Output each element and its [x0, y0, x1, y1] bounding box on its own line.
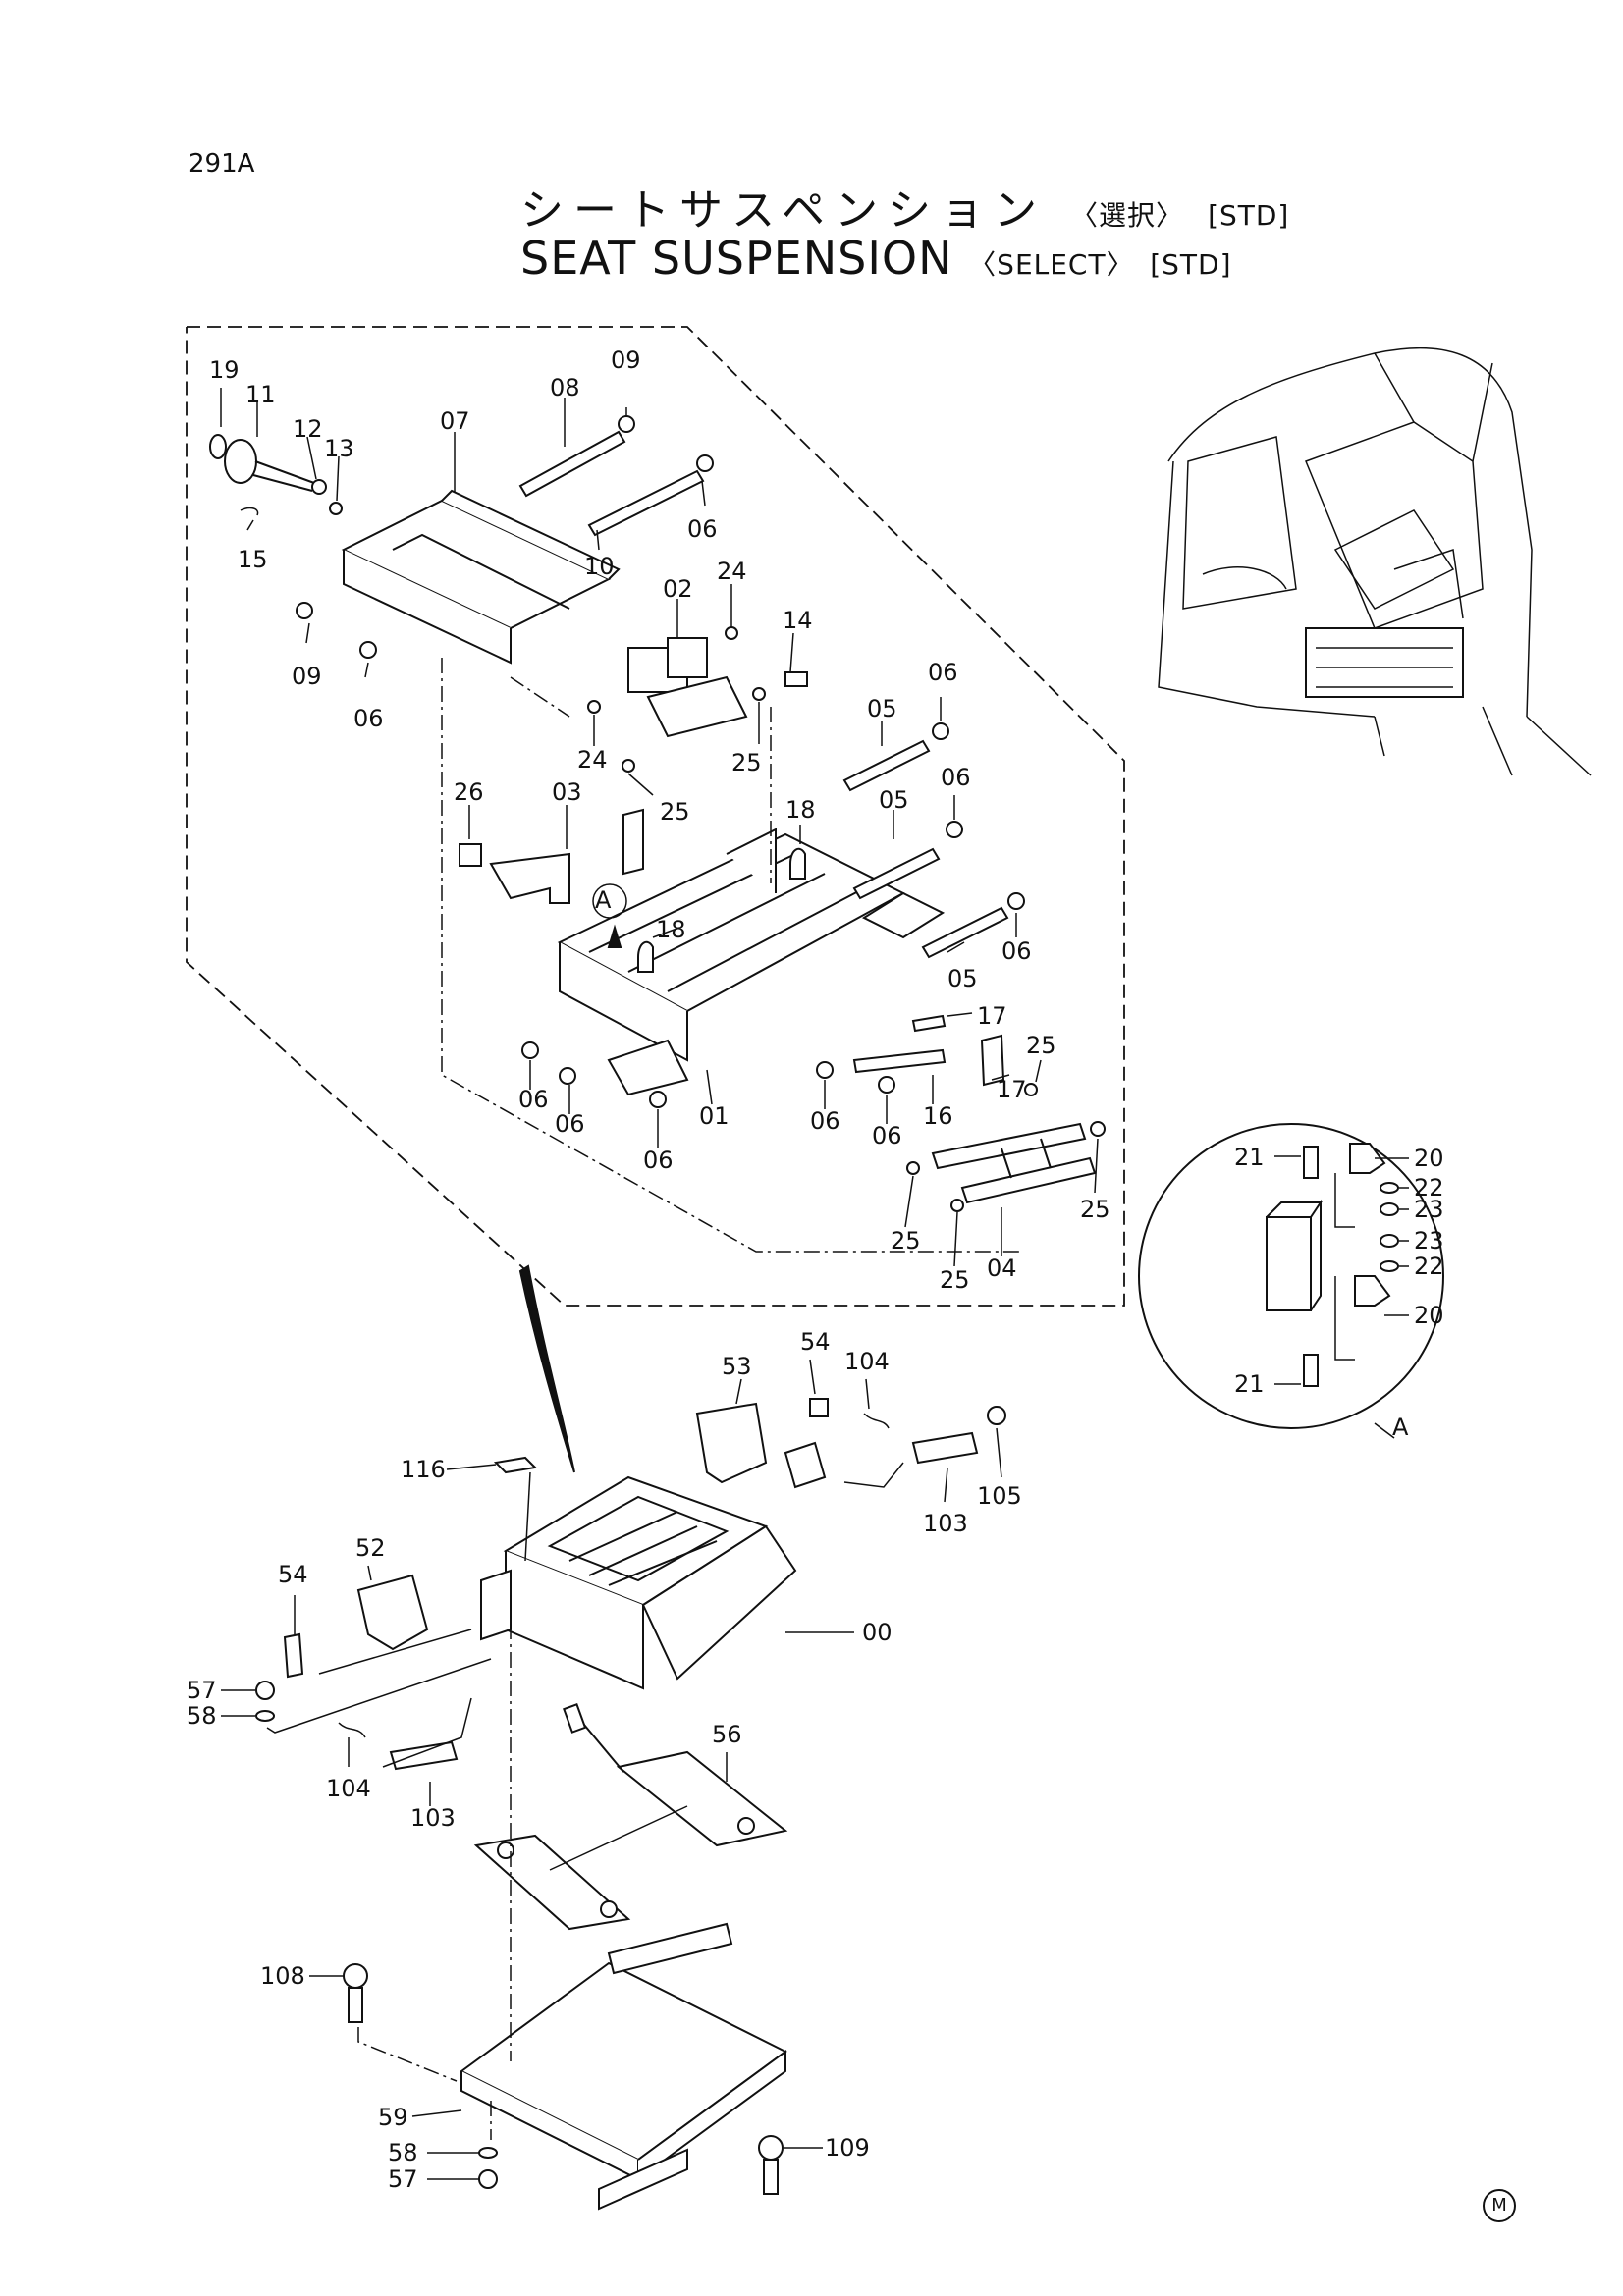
callout-06-f: 06	[518, 1086, 549, 1113]
upper-callouts: 19 11 12 13 15 07 08 09 10 06 09 06 02 2…	[209, 347, 1110, 1294]
callout-105: 105	[977, 1482, 1022, 1510]
callout-08: 08	[550, 374, 580, 401]
callout-06-g: 06	[555, 1110, 585, 1138]
callout-108: 108	[260, 1962, 305, 1990]
callout-06-j: 06	[872, 1122, 902, 1149]
callout-01: 01	[699, 1102, 730, 1130]
callout-54-left: 54	[278, 1561, 308, 1588]
title-ja-select: 〈選択〉	[1070, 199, 1185, 232]
callout-05-b: 05	[879, 786, 909, 814]
callout-18-b: 18	[656, 916, 686, 943]
callout-104-top: 104	[844, 1348, 890, 1375]
detail-a-callouts: 21 20 22 23 23 22 20 21 A	[1234, 1144, 1444, 1441]
callout-58-b: 58	[388, 2139, 418, 2166]
title-english: SEAT SUSPENSION 〈SELECT〉 [STD]	[520, 232, 1232, 285]
callout-12: 12	[293, 415, 323, 443]
callout-109: 109	[825, 2134, 870, 2162]
detail-view-label: A	[1392, 1414, 1409, 1441]
upper-callout-leaders	[220, 388, 1099, 1267]
callout-11: 11	[245, 381, 276, 408]
title-ja-std: [STD]	[1208, 199, 1290, 232]
title-en-main: SEAT SUSPENSION	[520, 232, 953, 285]
title-japanese: シートサスペンション 〈選択〉 [STD]	[520, 175, 1289, 238]
callout-25-a: 25	[731, 749, 762, 776]
callout-56: 56	[712, 1721, 742, 1748]
callout-25-e: 25	[940, 1266, 970, 1294]
page-id: 291A	[189, 149, 255, 179]
callout-05-a: 05	[867, 695, 897, 722]
callout-06-a: 06	[687, 515, 718, 543]
callout-06-b: 06	[353, 705, 384, 732]
callout-13: 13	[324, 435, 354, 462]
callout-19: 19	[209, 356, 240, 384]
cab-illustration	[1158, 347, 1592, 776]
callout-10: 10	[584, 553, 615, 580]
callout-25-c: 25	[1026, 1032, 1056, 1059]
callout-14: 14	[783, 607, 813, 634]
lower-assembly-parts	[255, 1398, 1006, 2211]
callout-06-e: 06	[1001, 937, 1032, 965]
lower-callouts: 54 53 104 116 105 103 52 54 00 57 58 104…	[187, 1328, 1022, 2193]
callout-02: 02	[663, 575, 693, 603]
callout-57-a: 57	[187, 1677, 217, 1704]
callout-26: 26	[454, 778, 484, 806]
callout-25-b: 25	[660, 798, 690, 826]
footer-mark: M	[1483, 2189, 1516, 2222]
ref-a-circle	[592, 883, 627, 919]
callout-24-top: 24	[717, 558, 747, 585]
callout-18-a: 18	[785, 796, 816, 824]
callout-04: 04	[987, 1255, 1017, 1282]
callout-103-top: 103	[923, 1510, 968, 1537]
callout-00: 00	[862, 1619, 893, 1646]
callout-07: 07	[440, 407, 470, 435]
upper-assembly-parts	[209, 415, 1106, 1253]
callout-103-bottom: 103	[410, 1804, 456, 1832]
callout-59: 59	[378, 2104, 408, 2131]
lower-callout-leaders	[221, 1359, 1002, 2180]
callout-24-bottom: 24	[577, 746, 608, 774]
title-ja-main: シートサスペンション	[520, 186, 1048, 236]
callout-53: 53	[722, 1353, 752, 1380]
callout-25-d: 25	[891, 1227, 921, 1255]
detail-callout-21-top: 21	[1234, 1144, 1265, 1171]
detail-callout-23-bottom: 23	[1414, 1227, 1444, 1255]
callout-25-f: 25	[1080, 1196, 1110, 1223]
callout-58-a: 58	[187, 1702, 217, 1730]
callout-09-left: 09	[292, 663, 322, 690]
callout-52: 52	[355, 1534, 386, 1562]
callout-06-d: 06	[941, 764, 971, 791]
callout-06-i: 06	[810, 1107, 840, 1135]
callout-57-b: 57	[388, 2165, 418, 2193]
callout-54-top: 54	[800, 1328, 831, 1356]
callout-17-b: 17	[997, 1076, 1027, 1103]
callout-03: 03	[552, 778, 582, 806]
detail-callout-20-bottom: 20	[1414, 1302, 1444, 1329]
title-en-select: 〈SELECT〉	[968, 248, 1135, 281]
detail-callout-22-bottom: 22	[1414, 1253, 1444, 1280]
callout-16: 16	[923, 1102, 953, 1130]
callout-17-a: 17	[977, 1002, 1007, 1030]
callout-116: 116	[401, 1456, 446, 1483]
callout-ref-a: A	[595, 886, 612, 914]
title-en-std: [STD]	[1150, 248, 1232, 281]
callout-15: 15	[238, 546, 268, 573]
callout-05-c: 05	[947, 965, 978, 992]
detail-callout-20-top: 20	[1414, 1145, 1444, 1172]
callout-06-c: 06	[928, 659, 958, 686]
detail-a-view	[1138, 1123, 1444, 1439]
callout-09-top: 09	[611, 347, 641, 374]
detail-callout-21-bottom: 21	[1234, 1370, 1265, 1398]
detail-callout-23-top: 23	[1414, 1196, 1444, 1223]
assembly-pointer	[518, 1264, 575, 1473]
callout-06-h: 06	[643, 1147, 674, 1174]
detail-callout-22-top: 22	[1414, 1174, 1444, 1201]
upper-assembly-frame	[186, 326, 1125, 1307]
callout-104-bottom: 104	[326, 1775, 371, 1802]
